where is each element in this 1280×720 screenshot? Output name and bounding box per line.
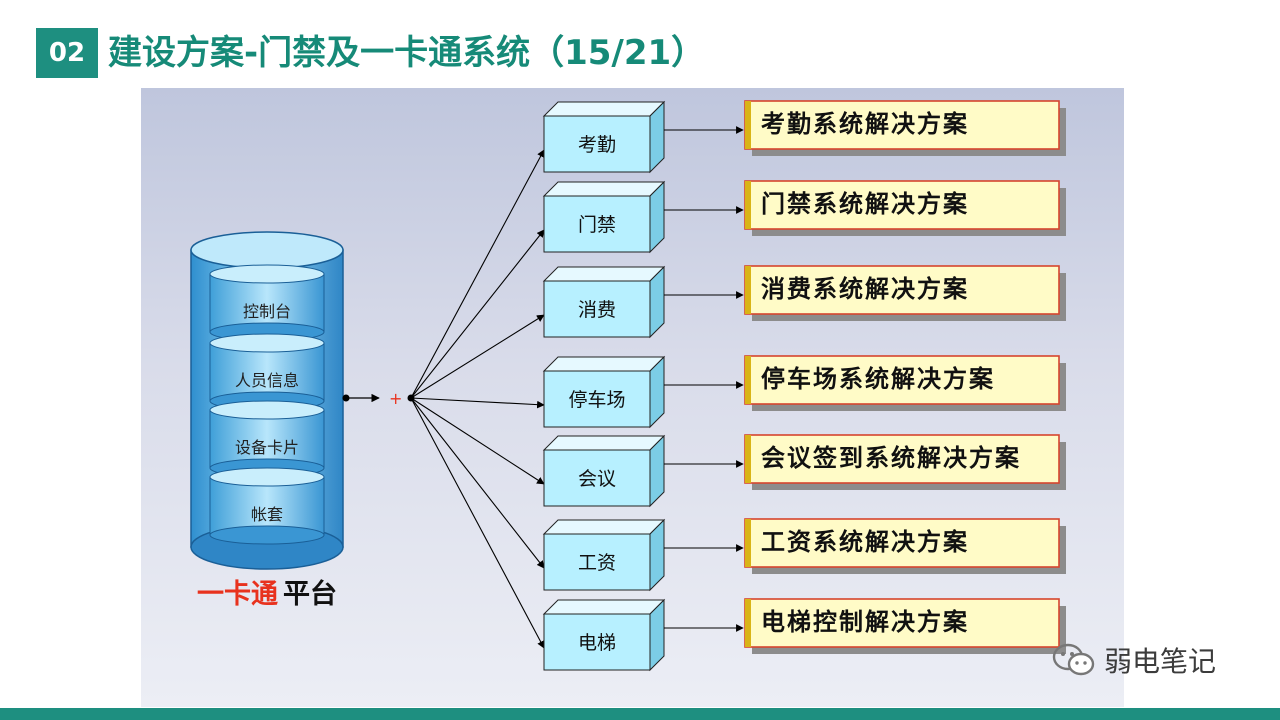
solution-box: 电梯控制解决方案 (744, 598, 1066, 654)
platform-layer: 控制台 (209, 264, 325, 342)
platform-layer: 人员信息 (209, 333, 325, 411)
section-number-badge: 02 (36, 28, 98, 78)
hub-arrow (410, 397, 545, 485)
solution-box: 考勤系统解决方案 (744, 100, 1066, 156)
module-label: 会议 (578, 468, 616, 490)
solution-box: 消费系统解决方案 (744, 265, 1066, 321)
hub-arrow (410, 314, 545, 399)
platform-layer-label: 人员信息 (235, 371, 299, 390)
hub-arrow (410, 229, 545, 399)
module-box: 门禁 (542, 180, 666, 254)
diagram-panel: 控制台人员信息设备卡片帐套 一卡通 平台 + 考勤 考勤系统解决方案门禁 门禁系统解… (141, 88, 1124, 707)
module-box: 停车场 (542, 355, 666, 429)
solution-label: 电梯控制解决方案 (761, 608, 969, 636)
solution-box: 工资系统解决方案 (744, 518, 1066, 574)
wechat-icon (1052, 643, 1095, 676)
module-row: 门禁 门禁系统解决方案 (410, 180, 1066, 399)
hub-arrow (410, 149, 545, 399)
solution-box: 会议签到系统解决方案 (744, 434, 1066, 490)
module-box: 电梯 (542, 598, 666, 672)
solution-label: 门禁系统解决方案 (761, 190, 969, 218)
module-row: 消费 消费系统解决方案 (410, 265, 1066, 399)
module-row: 工资 工资系统解决方案 (410, 397, 1066, 592)
platform-label-highlight: 一卡通 (197, 579, 278, 610)
plus-sign: + (389, 389, 402, 408)
hub-arrow (410, 397, 545, 409)
platform-layer: 设备卡片 (209, 400, 325, 478)
watermark: 弱电笔记 (1052, 640, 1216, 680)
platform-layer-label: 控制台 (243, 302, 291, 321)
module-row: 电梯 电梯控制解决方案 (410, 397, 1066, 672)
hub-arrow (410, 397, 545, 649)
solution-label: 消费系统解决方案 (761, 275, 969, 303)
module-row: 考勤 考勤系统解决方案 (410, 100, 1066, 399)
solution-label: 会议签到系统解决方案 (761, 444, 1021, 472)
platform-layer-label: 设备卡片 (235, 438, 299, 457)
bottom-accent-bar (0, 708, 1280, 720)
module-label: 门禁 (578, 214, 616, 236)
module-label: 消费 (578, 299, 616, 321)
module-label: 停车场 (568, 389, 625, 411)
watermark-text: 弱电笔记 (1104, 645, 1217, 678)
module-box: 考勤 (542, 100, 666, 174)
page-title: 建设方案-门禁及一卡通系统（15/21） (108, 33, 706, 73)
solution-label: 工资系统解决方案 (761, 528, 969, 556)
module-label: 考勤 (578, 134, 616, 156)
module-box: 消费 (542, 265, 666, 339)
platform-label-rest: 平台 (283, 578, 337, 610)
solution-label: 停车场系统解决方案 (761, 365, 995, 393)
solution-label: 考勤系统解决方案 (761, 110, 969, 138)
platform-connector-dot (342, 394, 350, 402)
module-box: 会议 (542, 434, 666, 508)
platform-layer-label: 帐套 (251, 505, 283, 524)
hub-arrow (410, 397, 545, 569)
platform-layer: 帐套 (209, 467, 325, 545)
solution-box: 门禁系统解决方案 (744, 180, 1066, 236)
solution-box: 停车场系统解决方案 (744, 355, 1066, 411)
module-box: 工资 (542, 518, 666, 592)
module-row: 停车场 停车场系统解决方案 (410, 355, 1066, 429)
module-label: 工资 (578, 552, 616, 574)
module-row: 会议 会议签到系统解决方案 (410, 397, 1066, 508)
module-label: 电梯 (578, 632, 616, 654)
